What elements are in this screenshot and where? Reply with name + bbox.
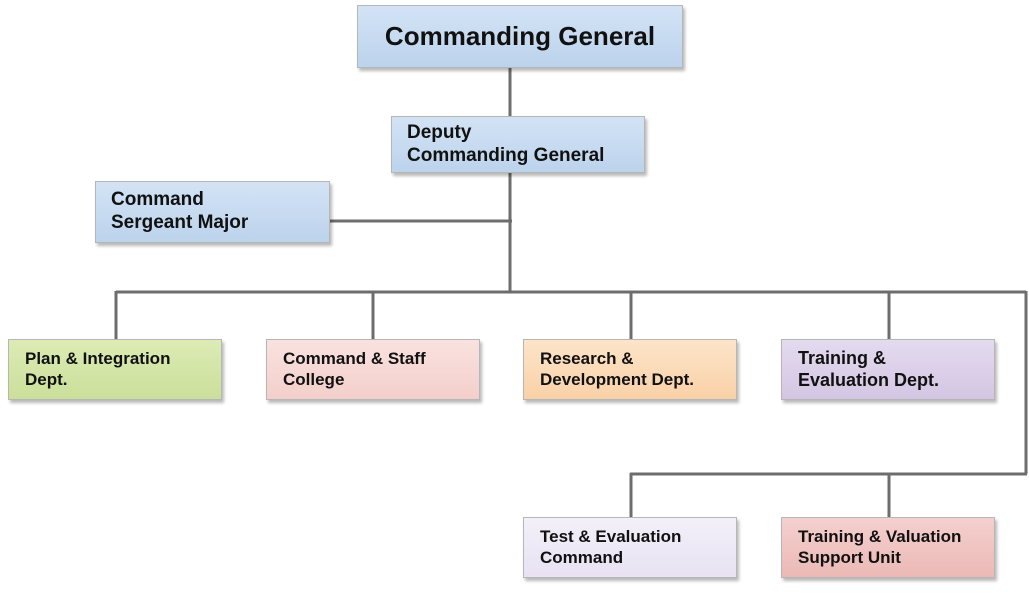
plan-label-line2: Dept. bbox=[25, 369, 68, 389]
research-development-dept-box: Research & Development Dept. bbox=[523, 339, 737, 400]
commanding-general-label: Commanding General bbox=[384, 20, 656, 51]
research-label-line1: Research & bbox=[540, 349, 634, 369]
csm-label-line1: Command bbox=[111, 189, 204, 211]
command-staff-college-box: Command & Staff College bbox=[266, 339, 480, 400]
test-eval-label-line1: Test & Evaluation bbox=[540, 527, 682, 547]
deputy-label-line2: Commanding General bbox=[407, 144, 605, 166]
staff-college-label-line2: College bbox=[283, 369, 345, 389]
test-evaluation-command-box: Test & Evaluation Command bbox=[523, 517, 737, 578]
plan-label-line1: Plan & Integration bbox=[25, 349, 171, 369]
training-eval-label-line1: Training & bbox=[798, 347, 887, 368]
deputy-commanding-general-box: Deputy Commanding General bbox=[391, 116, 645, 173]
test-eval-label-line2: Command bbox=[540, 547, 624, 567]
training-eval-label-line2: Evaluation Dept. bbox=[798, 369, 940, 390]
research-label-line2: Development Dept. bbox=[540, 369, 694, 389]
staff-college-label-line1: Command & Staff bbox=[283, 349, 426, 369]
training-valuation-label-line2: Support Unit bbox=[798, 547, 901, 567]
commanding-general-box: Commanding General bbox=[357, 5, 683, 68]
plan-integration-dept-box: Plan & Integration Dept. bbox=[8, 339, 222, 400]
deputy-label-line1: Deputy bbox=[407, 121, 472, 143]
training-valuation-support-unit-box: Training & Valuation Support Unit bbox=[781, 517, 995, 578]
csm-label-line2: Sergeant Major bbox=[111, 212, 249, 233]
training-evaluation-dept-box: Training & Evaluation Dept. bbox=[781, 339, 995, 400]
command-sergeant-major-box: Command Sergeant Major bbox=[95, 181, 330, 243]
training-valuation-label-line1: Training & Valuation bbox=[798, 527, 962, 547]
